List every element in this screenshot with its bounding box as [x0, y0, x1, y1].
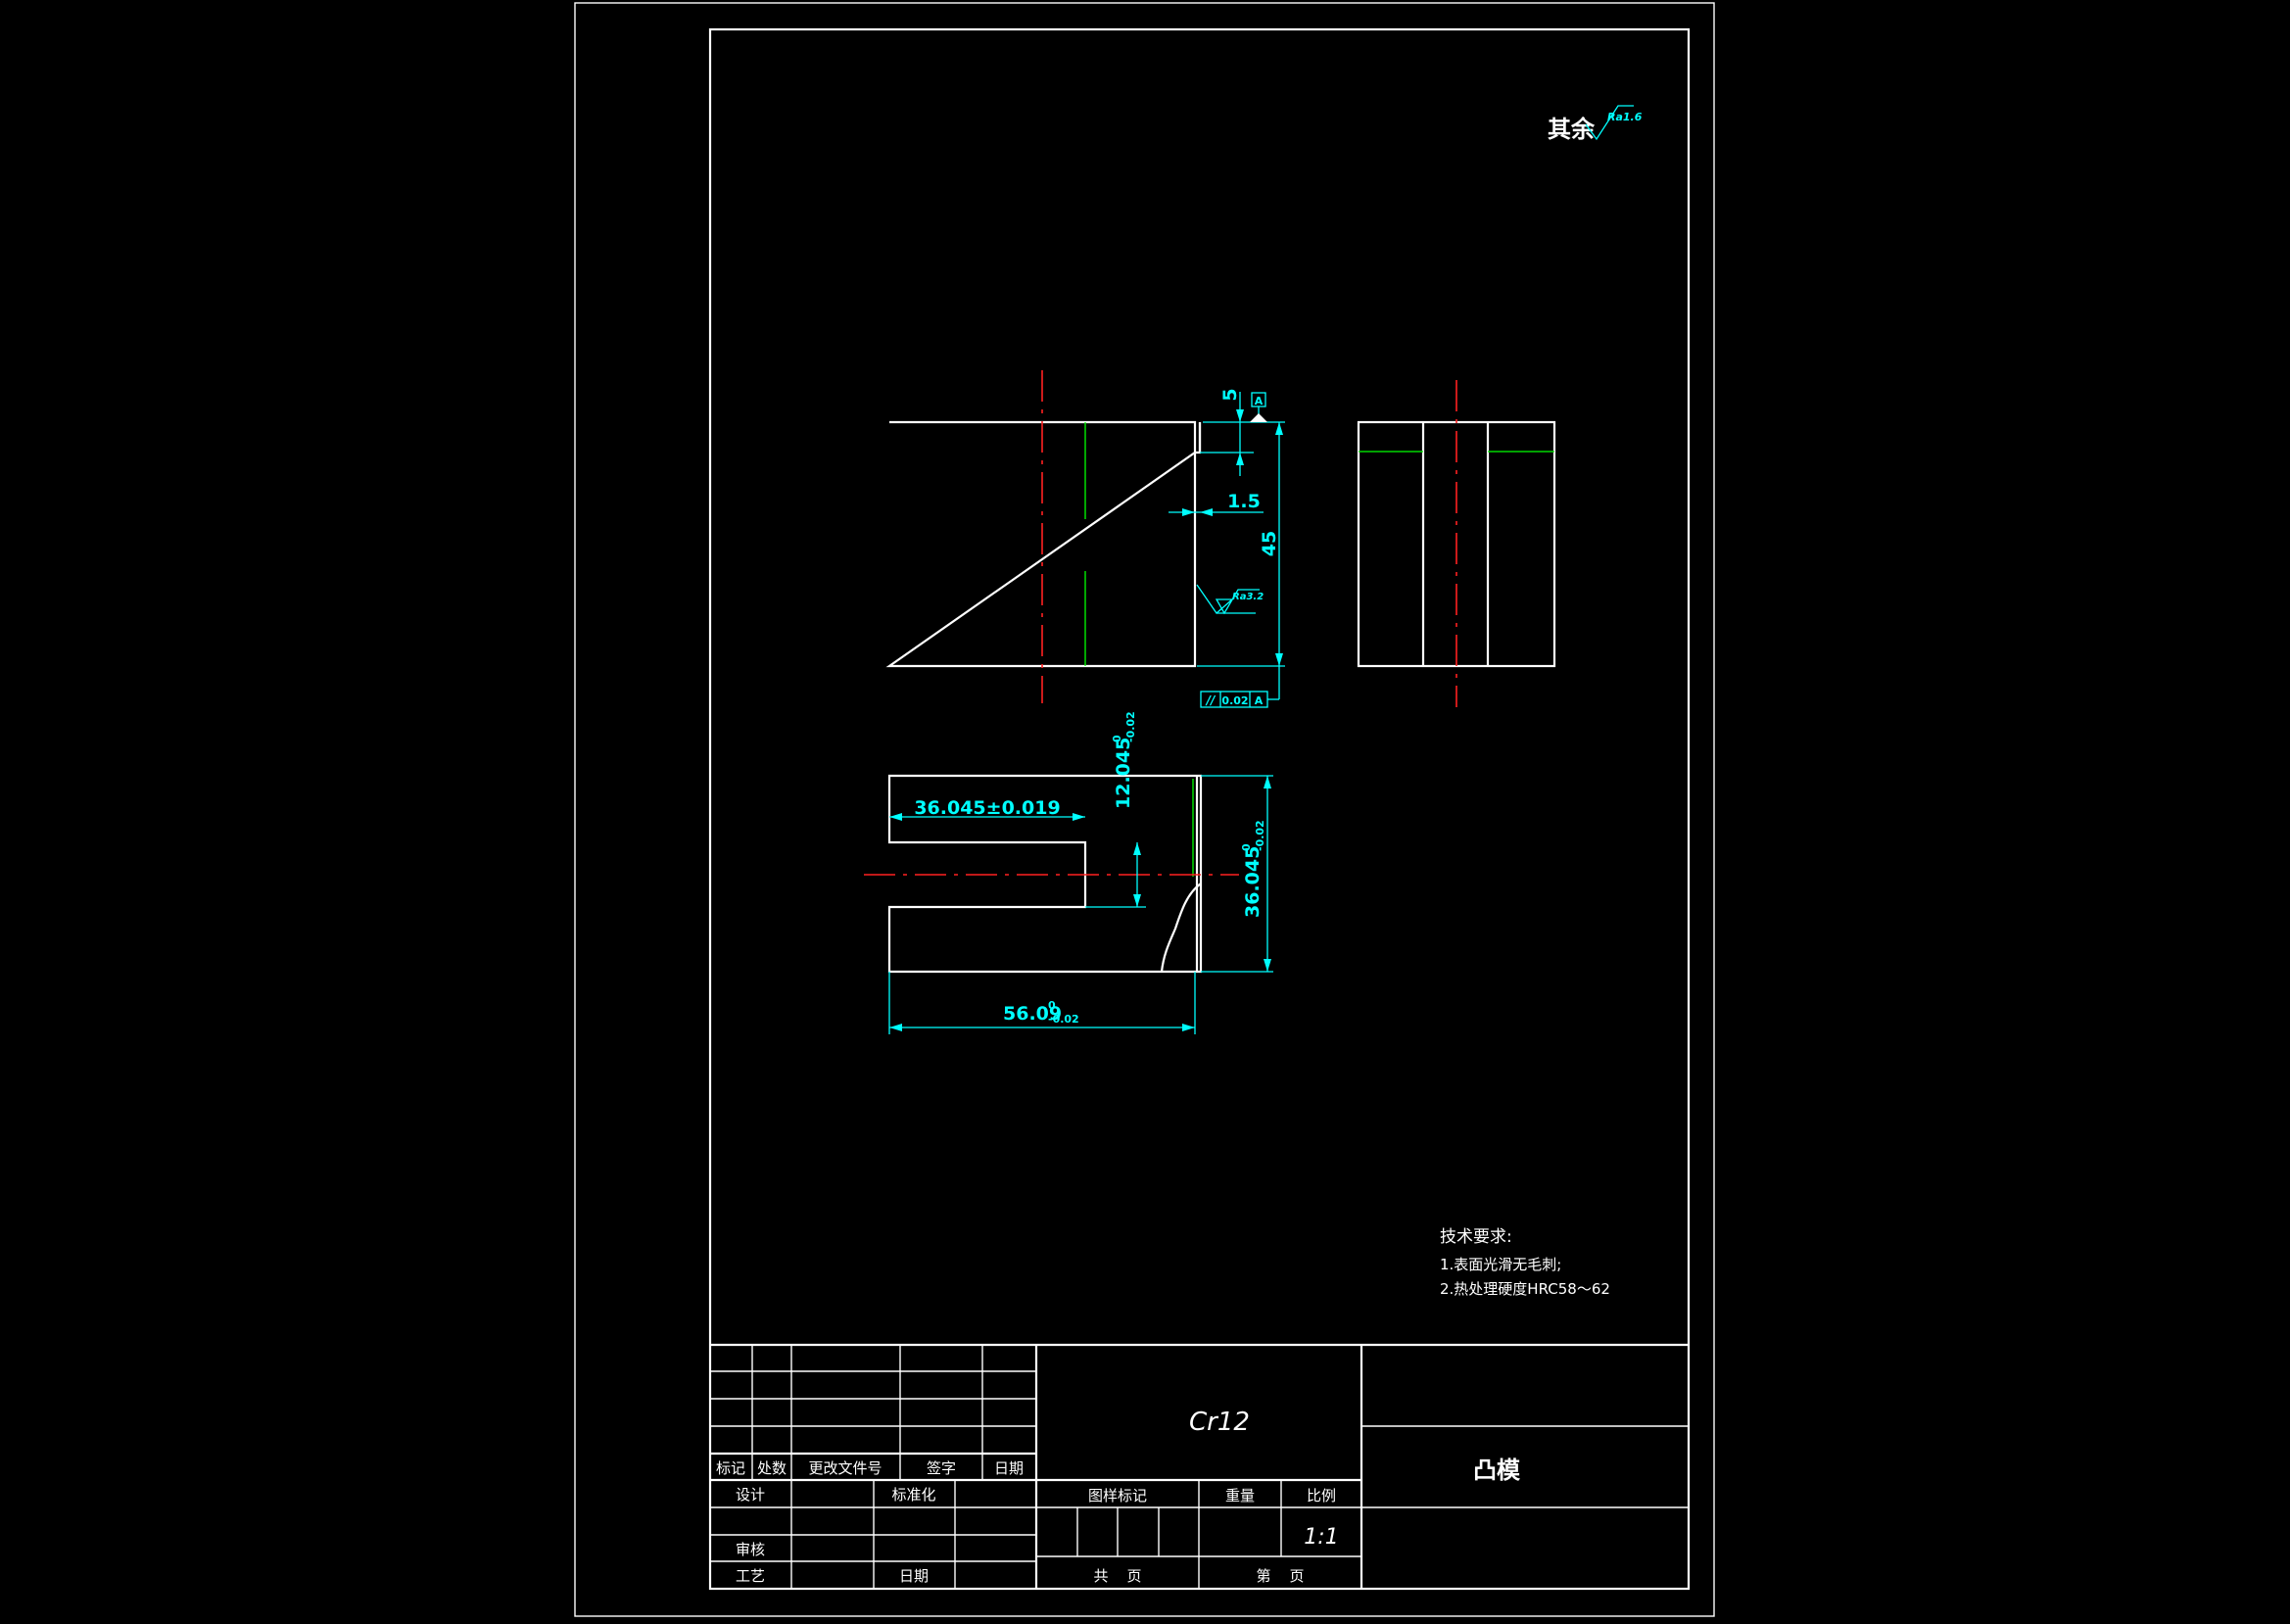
parallelism-tolerance: 0.02	[1221, 694, 1248, 707]
title-block: 标记 处数 更改文件号 签字 日期 设计 标准化 审核 工艺 日期 Cr12 图…	[710, 1343, 1689, 1589]
dim-slot-half-lower: -0.02	[1124, 711, 1137, 742]
dim-slot-arrow-right	[1073, 813, 1085, 821]
dim-slot-half-arrow-bottom	[1133, 894, 1141, 907]
dim-width-lower: -0.02	[1254, 820, 1266, 851]
dim-width-arrow-top	[1264, 776, 1271, 788]
dim-width-upper: 0	[1240, 843, 1253, 851]
tech-requirements-title: 技术要求:	[1440, 1227, 1512, 1247]
side-view	[1357, 380, 1556, 707]
outer-border	[574, 2, 1715, 1617]
parallelism-symbol-icon: //	[1205, 693, 1217, 707]
tb-rev-header-mark: 标记	[716, 1459, 745, 1477]
front-view: 5 A 1.5 45 Ra3.2	[885, 370, 1285, 708]
tb-role-standardize: 标准化	[891, 1486, 935, 1504]
tb-role-date: 日期	[899, 1567, 929, 1585]
datum-a-triangle-icon	[1250, 413, 1267, 422]
roughness-note-label: 其余	[1548, 116, 1596, 143]
tb-sheets-sheet: 第 页	[1256, 1567, 1304, 1585]
tb-scale-value: 1:1	[1304, 1525, 1338, 1550]
dim-45-text: 45	[1259, 531, 1280, 556]
roughness-note: 其余 Ra1.6	[1548, 105, 1643, 143]
dim-5-arrow-top	[1236, 409, 1244, 422]
tb-header-stage-mark: 图样标记	[1088, 1487, 1147, 1505]
tb-rev-header-count: 处数	[757, 1459, 787, 1477]
tb-role-review: 审核	[736, 1541, 765, 1558]
dim-slot-half-label: 12.045 0 -0.02	[1111, 711, 1137, 809]
tb-header-weight: 重量	[1225, 1487, 1255, 1505]
dim-1-5-arrow-right	[1200, 508, 1213, 516]
roughness-symbol-icon	[1585, 105, 1634, 141]
dim-5-text: 5	[1219, 388, 1241, 401]
tb-rev-header-sign: 签字	[927, 1459, 956, 1477]
parallelism-box	[1200, 691, 1268, 708]
dim-45-arrow-bottom	[1275, 653, 1283, 666]
dim-width-label: 36.045 0 -0.02	[1240, 820, 1266, 918]
front-view-outline	[885, 420, 1202, 668]
tb-rev-header-doc: 更改文件号	[808, 1459, 882, 1477]
dim-slot-text: 36.045±0.019	[914, 797, 1060, 819]
dim-1-5-text: 1.5	[1227, 491, 1261, 512]
dim-length-lower: -0.02	[1048, 1013, 1079, 1026]
dim-slot-half-arrow-top	[1133, 842, 1141, 855]
parallelism-frame: // 0.02 A	[1200, 678, 1280, 708]
dim-slot-arrow-left	[889, 813, 902, 821]
local-roughness-value: Ra3.2	[1232, 592, 1264, 602]
dim-width-text: 36.045	[1242, 846, 1264, 918]
datum-a-letter: A	[1255, 395, 1264, 407]
tb-sheets-total: 共 页	[1093, 1567, 1141, 1585]
dim-length-upper: 0	[1048, 999, 1056, 1012]
roughness-note-value: Ra1.6	[1607, 111, 1643, 123]
top-view-outline	[887, 774, 1203, 974]
dim-slot-half-upper: 0	[1111, 735, 1123, 742]
dim-5-arrow-bottom	[1236, 453, 1244, 465]
parallelism-datum: A	[1255, 694, 1264, 707]
dim-slot-half-text: 12.045	[1113, 738, 1134, 809]
local-roughness: Ra3.2	[1196, 584, 1264, 615]
tb-part-name: 凸模	[1473, 1457, 1521, 1484]
dim-length-arrow-right	[1182, 1024, 1195, 1031]
datum-a-mark: A	[1250, 392, 1267, 422]
tech-requirement-item-1: 1.表面光滑无毛刺;	[1440, 1256, 1561, 1273]
tb-role-process: 工艺	[736, 1567, 765, 1585]
tech-requirement-item-2: 2.热处理硬度HRC58～62	[1440, 1280, 1610, 1298]
tech-requirements: 技术要求: 1.表面光滑无毛刺; 2.热处理硬度HRC58～62	[1440, 1227, 1610, 1298]
dim-1-5-arrow-left	[1182, 508, 1195, 516]
tb-role-design: 设计	[736, 1486, 765, 1504]
tb-material: Cr12	[1189, 1408, 1250, 1437]
inner-frame	[708, 27, 1691, 1591]
dim-width-arrow-bottom	[1264, 959, 1271, 972]
dim-length-arrow-left	[889, 1024, 902, 1031]
top-break-line	[1160, 883, 1202, 973]
tb-header-scale: 比例	[1307, 1487, 1336, 1505]
top-view: 36.045±0.019 12.045 0 -0.02 36.045 0 -0.…	[864, 711, 1273, 1034]
dim-45-arrow-top	[1275, 422, 1283, 435]
dim-length-text: 56.09	[1003, 1003, 1062, 1025]
tb-rev-header-date: 日期	[994, 1459, 1024, 1477]
